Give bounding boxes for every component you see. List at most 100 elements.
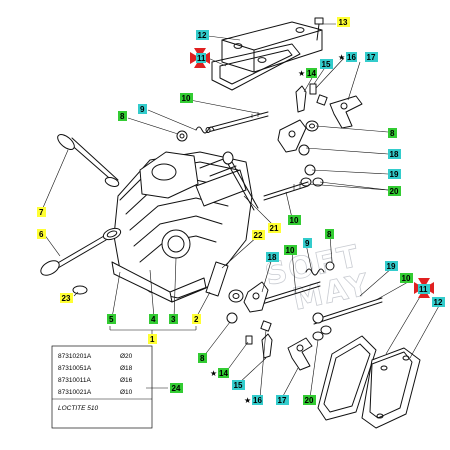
leader-lines	[41, 23, 441, 399]
svg-text:8: 8	[327, 230, 332, 239]
svg-text:5: 5	[109, 315, 114, 324]
callout-13: 13	[337, 17, 350, 27]
tube-21	[222, 151, 259, 211]
rocker-shaft-upper	[205, 111, 269, 133]
callout-19: 19	[388, 169, 401, 179]
svg-text:15: 15	[322, 60, 331, 69]
adjuster-bottom	[245, 320, 273, 359]
washer-upper	[176, 130, 188, 142]
svg-text:★: ★	[298, 69, 305, 78]
callout-22: 22	[252, 230, 265, 240]
spring-upper	[195, 126, 215, 134]
svg-text:9: 9	[305, 239, 310, 248]
svg-text:18: 18	[390, 150, 399, 159]
callout-17: 17	[276, 395, 289, 405]
svg-text:7: 7	[39, 208, 44, 217]
svg-text:20: 20	[390, 187, 399, 196]
callout-24: 24	[170, 383, 183, 393]
callout-6: 6	[37, 229, 46, 239]
svg-text:16: 16	[347, 53, 356, 62]
callout-8: 8	[198, 353, 207, 363]
callout-9: 9	[138, 104, 147, 114]
callout-7: 7	[37, 207, 46, 217]
svg-text:14: 14	[307, 69, 316, 78]
rocker-shaft-lower	[261, 281, 383, 325]
spring-lower	[305, 261, 335, 276]
callout-21: 21	[268, 223, 281, 233]
callout-9: 9	[303, 238, 312, 248]
svg-text:8: 8	[200, 354, 205, 363]
callout-20: 20	[303, 395, 316, 405]
callout-2: 2	[192, 314, 201, 324]
callout-1: 1	[148, 334, 157, 344]
callout-8: 8	[388, 128, 397, 138]
table-row-partno: 87310011A	[58, 377, 91, 384]
rocker-arm-17-bottom	[287, 337, 313, 371]
parts-table: 87310201A Ø20 87310051A Ø18 87310011A Ø1…	[51, 345, 168, 429]
gasket-bottom	[317, 335, 377, 421]
callout-10: 10	[284, 245, 297, 255]
svg-text:8: 8	[120, 112, 125, 121]
svg-text:★: ★	[338, 53, 345, 62]
table-row-size: Ø20	[120, 353, 133, 360]
callout-12: 12	[432, 297, 445, 307]
rocker-shaft-mid	[263, 181, 309, 201]
valve-ring-upper	[104, 177, 120, 187]
table-row-partno: 87310201A	[58, 353, 92, 360]
svg-text:24: 24	[172, 384, 181, 393]
svg-text:21: 21	[270, 224, 279, 233]
callout-10: 10	[288, 215, 301, 225]
callout-14-star: ★ 14	[298, 68, 317, 78]
svg-text:18: 18	[268, 253, 277, 262]
tappet-22	[205, 261, 244, 303]
rocker-arm-upper	[277, 119, 310, 156]
table-row-partno: 87310051A	[58, 365, 92, 372]
svg-text:11: 11	[419, 285, 428, 294]
svg-text:19: 19	[390, 170, 399, 179]
parts-table-frame	[51, 345, 153, 429]
svg-text:17: 17	[278, 396, 287, 405]
table-footer-loctite: LOCTITE 510	[58, 405, 98, 412]
svg-text:16: 16	[253, 396, 262, 405]
svg-text:★: ★	[210, 369, 217, 378]
callout-11: 11	[196, 53, 206, 63]
callout-15: 15	[232, 380, 245, 390]
red-marker-left	[190, 52, 200, 64]
svg-text:10: 10	[286, 246, 295, 255]
svg-text:13: 13	[339, 18, 348, 27]
svg-text:12: 12	[198, 31, 207, 40]
callout-19: 19	[385, 261, 398, 271]
svg-text:12: 12	[434, 298, 443, 307]
svg-text:4: 4	[151, 315, 156, 324]
callout-11: 11	[418, 284, 430, 294]
svg-text:15: 15	[234, 381, 243, 390]
plug-23	[72, 285, 88, 295]
table-row-partno: 87310021A	[58, 389, 92, 396]
callout-23: 23	[60, 293, 73, 303]
valve-ring-lower	[102, 227, 122, 241]
svg-text:14: 14	[219, 369, 228, 378]
callout-3: 3	[169, 314, 178, 324]
svg-text:11: 11	[197, 54, 206, 63]
bracket-1	[109, 326, 197, 336]
callouts: 13 12 11 ★ 16 17 ★ 14 15 9	[37, 17, 445, 405]
callout-18: 18	[266, 252, 279, 262]
washers-lower	[312, 312, 332, 341]
callout-10: 10	[400, 273, 413, 283]
valve-6	[40, 235, 107, 276]
callout-17: 17	[365, 52, 378, 62]
table-row-size: Ø10	[120, 389, 133, 396]
valve-7	[57, 134, 119, 185]
valve-cover-bottom	[361, 347, 421, 429]
rocker-arm-17-top	[329, 95, 363, 129]
red-marker-up	[418, 278, 430, 288]
cylinder-head	[111, 151, 253, 303]
callout-5: 5	[107, 314, 116, 324]
callout-18: 18	[388, 149, 401, 159]
watermark: SOFT MAY	[262, 238, 374, 318]
table-row-size: Ø18	[120, 365, 133, 372]
svg-text:6: 6	[39, 230, 44, 239]
callout-15: 15	[320, 59, 333, 69]
callout-16-star: ★ 16	[244, 395, 263, 405]
callout-16-star: ★ 16	[338, 52, 357, 62]
